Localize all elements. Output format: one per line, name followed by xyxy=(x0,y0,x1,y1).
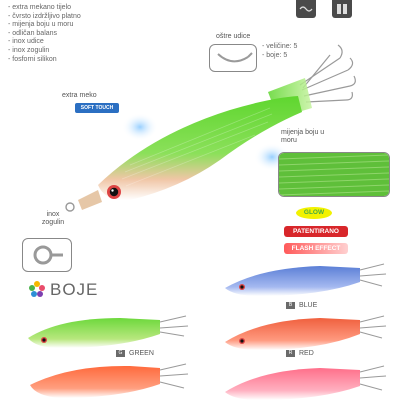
feature-item: - fosforni silikon xyxy=(8,55,57,63)
hook-icon xyxy=(217,52,253,63)
color-code: R xyxy=(288,350,293,356)
color-tag-blue: B BLUE xyxy=(286,302,317,309)
soft-touch-text: SOFT TOUCH xyxy=(80,105,114,111)
color-tag-green: G GREEN xyxy=(116,350,154,357)
feature-list: - extra mekano tijelo - čvrsto izdržljiv… xyxy=(8,4,81,64)
swivel-icon xyxy=(33,245,63,265)
lure-pink xyxy=(225,365,387,400)
color-name: BLUE xyxy=(299,302,318,309)
color-count: - boje: 5 xyxy=(262,51,288,59)
swatch-red: R xyxy=(286,350,295,357)
feature-item: - mijenja boju u moru xyxy=(8,21,74,29)
lure-red xyxy=(225,315,387,350)
wave-icon xyxy=(296,0,316,18)
glow-badge: GLOW xyxy=(296,207,332,219)
feature-item: - čvrsto izdržljivo platno xyxy=(8,12,81,20)
inox-swivel-text: inox zogulin xyxy=(41,211,65,226)
color-name: GREEN xyxy=(129,350,154,357)
flash-effect-text: FLASH EFFECT xyxy=(291,245,341,252)
lure-blue xyxy=(225,263,387,296)
feature-item: - inox udice xyxy=(8,38,44,46)
feature-item: - inox zogulin xyxy=(8,46,50,54)
swatch-green: G xyxy=(116,350,125,357)
sharp-hooks-label: oštre udice xyxy=(216,33,251,40)
lure-green xyxy=(28,315,189,348)
patented-text: PATENTIRANO xyxy=(293,228,339,235)
sizes-list: - veličine: 5 - boje: 5 xyxy=(262,43,297,60)
extra-soft-label: extra meko xyxy=(62,92,97,99)
colors-title: BOJE xyxy=(50,280,99,299)
color-code: G xyxy=(118,350,123,356)
changes-color-label: mijenja boju u moru xyxy=(281,129,341,145)
swatch-blue: B xyxy=(286,302,295,309)
hook-cluster xyxy=(299,44,356,103)
color-code: B xyxy=(288,302,293,308)
size-count: - veličine: 5 xyxy=(262,43,298,50)
feature-item: - extra mekano tijelo xyxy=(8,4,72,11)
soft-touch-badge: SOFT TOUCH xyxy=(75,103,119,113)
flower-icon xyxy=(29,281,45,297)
feature-item: - odličan balans xyxy=(8,29,58,37)
inox-swivel-inset xyxy=(22,238,72,272)
lure-orange xyxy=(30,363,189,398)
changes-color-text: mijenja boju u moru xyxy=(281,129,325,144)
color-name: RED xyxy=(299,350,314,357)
changes-color-inset xyxy=(278,152,390,197)
patented-badge: PATENTIRANO xyxy=(284,226,348,237)
inox-swivel-label: inox zogulin xyxy=(38,211,68,227)
glow-text: GLOW xyxy=(303,209,325,216)
flash-effect-badge: FLASH EFFECT xyxy=(284,243,348,254)
color-tag-red: R RED xyxy=(286,350,314,357)
depth-icon xyxy=(332,0,352,18)
sharp-hooks-inset xyxy=(209,44,257,72)
